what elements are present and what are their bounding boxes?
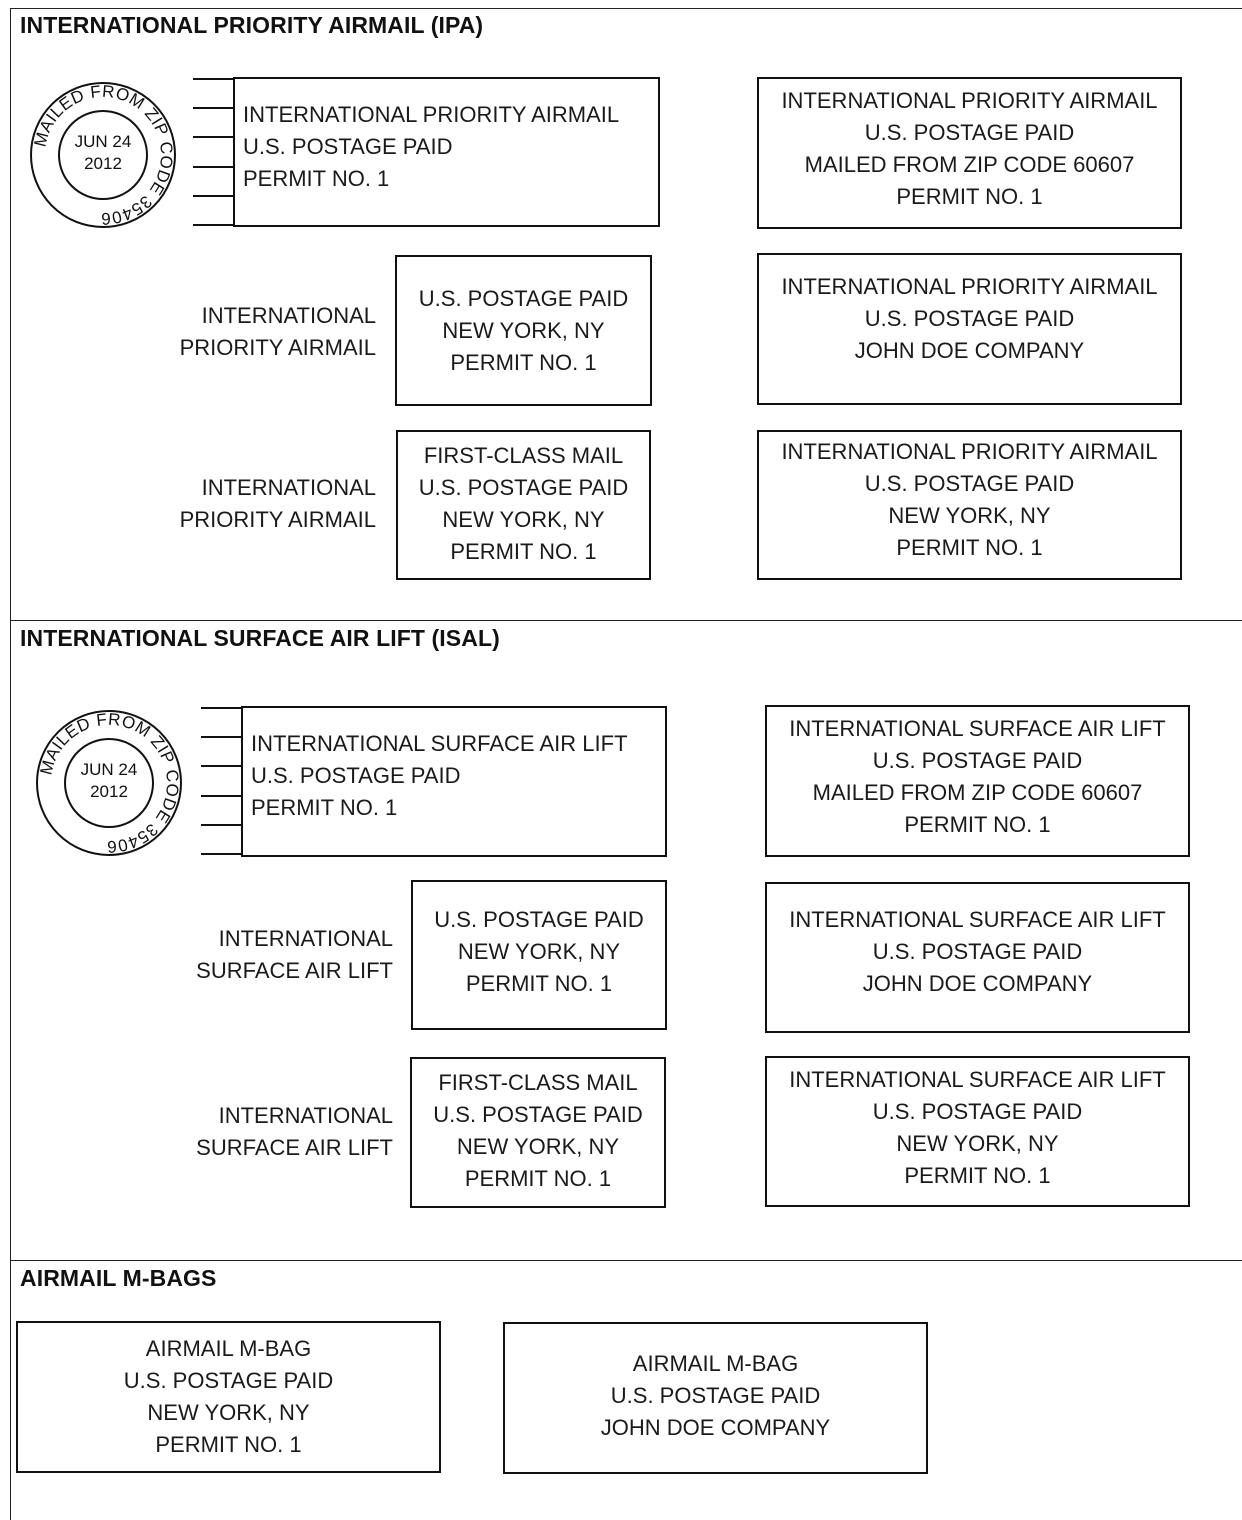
indicia-line: U.S. POSTAGE PAID	[434, 907, 644, 932]
indicia-line: INTERNATIONAL SURFACE AIR LIFT	[789, 716, 1166, 741]
indicia-line: PERMIT NO. 1	[896, 535, 1043, 560]
indicia-line: NEW YORK, NY	[888, 503, 1051, 528]
indicia-line: NEW YORK, NY	[442, 318, 605, 343]
indicia-line: PERMIT NO. 1	[904, 812, 1051, 837]
indicia-line: U.S. POSTAGE PAID	[610, 1383, 821, 1408]
indicia-box-city-full-ipa: INTERNATIONAL PRIORITY AIRMAIL U.S. POST…	[757, 430, 1182, 580]
indicia-line: FIRST-CLASS MAIL	[423, 443, 624, 468]
indicia-line: FIRST-CLASS MAIL	[438, 1070, 638, 1095]
page-left-border	[10, 8, 11, 1520]
indicia-box-firstclass-ipa: FIRST-CLASS MAIL U.S. POSTAGE PAID NEW Y…	[396, 430, 651, 580]
indicia-line: PERMIT NO. 1	[450, 539, 597, 564]
indicia-line: U.S. POSTAGE PAID	[418, 286, 629, 311]
section-title-mbags: AIRMAIL M-BAGS	[20, 1265, 217, 1291]
section-divider	[10, 1260, 1242, 1261]
indicia-line: U.S. POSTAGE PAID	[864, 306, 1075, 331]
indicia-line: MAILED FROM ZIP CODE 60607	[812, 780, 1143, 805]
indicia-line: U.S. POSTAGE PAID	[418, 475, 629, 500]
indicia-box-zip-isal: INTERNATIONAL SURFACE AIR LIFT U.S. POST…	[765, 705, 1190, 857]
indicia-line: NEW YORK, NY	[456, 1134, 620, 1159]
seal-date: JUN 24	[75, 132, 132, 151]
indicia-line: PERMIT NO. 1	[450, 350, 597, 375]
indicia-line: JOHN DOE COMPANY	[600, 1415, 831, 1440]
stamp-line: U.S. POSTAGE PAID	[251, 763, 461, 788]
postmark-seal-isal: MAILED FROM ZIP CODE 35406 JUN 24 2012	[36, 710, 182, 856]
seal-year: 2012	[90, 782, 128, 801]
indicia-box-firstclass-isal: FIRST-CLASS MAIL U.S. POSTAGE PAID NEW Y…	[410, 1057, 666, 1208]
indicia-line: JOHN DOE COMPANY	[862, 971, 1093, 996]
service-label-line: INTERNATIONAL	[201, 303, 376, 328]
indicia-line: INTERNATIONAL PRIORITY AIRMAIL	[781, 88, 1158, 113]
indicia-line: U.S. POSTAGE PAID	[123, 1368, 334, 1393]
indicia-line: PERMIT NO. 1	[904, 1163, 1051, 1188]
postmark-seal-ipa: MAILED FROM ZIP CODE 35406 JUN 24 2012	[30, 82, 176, 228]
service-label-line: INTERNATIONAL	[218, 926, 393, 951]
indicia-line: INTERNATIONAL PRIORITY AIRMAIL	[781, 274, 1158, 299]
indicia-box-city-full-isal: INTERNATIONAL SURFACE AIR LIFT U.S. POST…	[765, 1056, 1190, 1207]
indicia-line: NEW YORK, NY	[896, 1131, 1059, 1156]
service-label-isal-a: INTERNATIONAL SURFACE AIR LIFT	[196, 923, 393, 987]
service-label-ipa-a: INTERNATIONAL PRIORITY AIRMAIL	[180, 300, 376, 364]
indicia-line: U.S. POSTAGE PAID	[864, 471, 1075, 496]
indicia-box-city-mbags: AIRMAIL M-BAG U.S. POSTAGE PAID NEW YORK…	[16, 1321, 441, 1473]
indicia-line: U.S. POSTAGE PAID	[872, 748, 1083, 773]
stamp-ticks-isal	[201, 707, 243, 857]
service-label-ipa-b: INTERNATIONAL PRIORITY AIRMAIL	[180, 472, 376, 536]
permit-stamp-ipa: INTERNATIONAL PRIORITY AIRMAIL U.S. POST…	[233, 77, 660, 227]
page-top-border	[10, 8, 1242, 9]
indicia-line: INTERNATIONAL PRIORITY AIRMAIL	[781, 439, 1158, 464]
indicia-line: U.S. POSTAGE PAID	[433, 1102, 643, 1127]
indicia-box-company-mbags: AIRMAIL M-BAG U.S. POSTAGE PAID JOHN DOE…	[503, 1322, 928, 1474]
stamp-line: INTERNATIONAL SURFACE AIR LIFT	[251, 731, 628, 756]
stamp-ticks-ipa	[193, 78, 235, 228]
indicia-line: U.S. POSTAGE PAID	[872, 939, 1083, 964]
indicia-box-company-isal: INTERNATIONAL SURFACE AIR LIFT U.S. POST…	[765, 882, 1190, 1033]
indicia-line: MAILED FROM ZIP CODE 60607	[804, 152, 1135, 177]
seal-year: 2012	[84, 154, 122, 173]
indicia-line: AIRMAIL M-BAG	[145, 1336, 312, 1361]
service-label-line: SURFACE AIR LIFT	[196, 1135, 393, 1160]
indicia-box-city-ipa: U.S. POSTAGE PAID NEW YORK, NY PERMIT NO…	[395, 255, 652, 406]
indicia-line: NEW YORK, NY	[442, 507, 605, 532]
stamp-line: PERMIT NO. 1	[243, 166, 390, 191]
service-label-isal-b: INTERNATIONAL SURFACE AIR LIFT	[196, 1100, 393, 1164]
indicia-line: U.S. POSTAGE PAID	[872, 1099, 1083, 1124]
section-title-ipa: INTERNATIONAL PRIORITY AIRMAIL (IPA)	[20, 12, 484, 38]
indicia-line: PERMIT NO. 1	[896, 184, 1043, 209]
indicia-line: JOHN DOE COMPANY	[854, 338, 1085, 363]
indicia-line: PERMIT NO. 1	[155, 1432, 302, 1457]
service-label-line: INTERNATIONAL	[201, 475, 376, 500]
stamp-line: PERMIT NO. 1	[251, 795, 398, 820]
indicia-line: INTERNATIONAL SURFACE AIR LIFT	[789, 1067, 1166, 1092]
indicia-line: NEW YORK, NY	[457, 939, 621, 964]
section-divider	[10, 620, 1242, 621]
stamp-line: INTERNATIONAL PRIORITY AIRMAIL	[243, 102, 620, 127]
indicia-line: U.S. POSTAGE PAID	[864, 120, 1075, 145]
service-label-line: PRIORITY AIRMAIL	[179, 507, 376, 532]
indicia-line: PERMIT NO. 1	[465, 971, 613, 996]
indicia-line: NEW YORK, NY	[147, 1400, 310, 1425]
indicia-box-zip-ipa: INTERNATIONAL PRIORITY AIRMAIL U.S. POST…	[757, 77, 1182, 229]
service-label-line: PRIORITY AIRMAIL	[179, 335, 376, 360]
indicia-line: INTERNATIONAL SURFACE AIR LIFT	[789, 907, 1166, 932]
section-title-isal: INTERNATIONAL SURFACE AIR LIFT (ISAL)	[20, 625, 500, 651]
service-label-line: INTERNATIONAL	[218, 1103, 393, 1128]
seal-date: JUN 24	[81, 760, 138, 779]
indicia-box-company-ipa: INTERNATIONAL PRIORITY AIRMAIL U.S. POST…	[757, 253, 1182, 405]
indicia-line: AIRMAIL M-BAG	[632, 1351, 799, 1376]
stamp-line: U.S. POSTAGE PAID	[243, 134, 453, 159]
indicia-box-city-isal: U.S. POSTAGE PAID NEW YORK, NY PERMIT NO…	[411, 880, 667, 1030]
service-label-line: SURFACE AIR LIFT	[196, 958, 393, 983]
permit-stamp-isal: INTERNATIONAL SURFACE AIR LIFT U.S. POST…	[241, 706, 667, 857]
indicia-line: PERMIT NO. 1	[464, 1166, 612, 1191]
